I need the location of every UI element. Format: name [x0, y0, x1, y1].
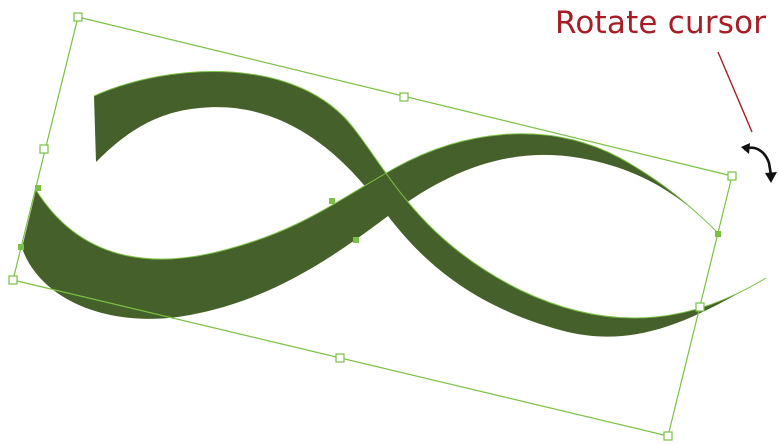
callout-leader-line: [718, 52, 752, 132]
handle-bottom-middle[interactable]: [336, 354, 344, 362]
handle-bottom-right[interactable]: [664, 432, 672, 440]
rotate-cursor-label: Rotate cursor: [555, 4, 766, 42]
handle-bottom-left[interactable]: [9, 276, 17, 284]
handle-left-middle[interactable]: [40, 145, 48, 153]
anchor-point[interactable]: [35, 185, 41, 191]
anchor-point[interactable]: [353, 237, 359, 243]
handle-top-right[interactable]: [728, 172, 736, 180]
ribbon-artwork[interactable]: [22, 71, 766, 336]
handle-top-left[interactable]: [74, 13, 82, 21]
handle-top-middle[interactable]: [400, 93, 408, 101]
handle-right-middle[interactable]: [696, 303, 704, 311]
anchor-point[interactable]: [18, 244, 24, 250]
rotate-cursor-icon: [741, 143, 777, 183]
anchor-point[interactable]: [715, 231, 721, 237]
anchor-point[interactable]: [329, 198, 335, 204]
